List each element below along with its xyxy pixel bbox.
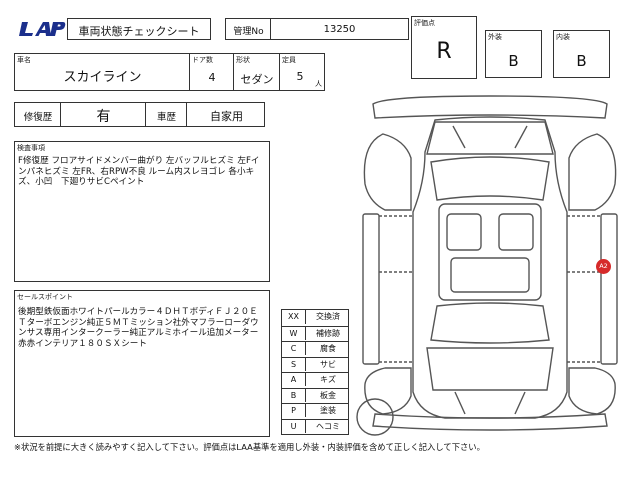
damage-marker-a2: A2 <box>596 259 611 274</box>
inspection-label: 検査事項 <box>17 144 45 152</box>
interior-value: B <box>576 52 587 70</box>
mgmt-number: 13250 <box>323 24 356 35</box>
interior-label: 内装 <box>556 33 570 41</box>
rating-label: 評価点 <box>414 19 435 27</box>
inspection-box: 検査事項 F修復歴 フロアサイドメンバー曲がり 左バッフルヒズミ 左Fインパネヒ… <box>14 141 270 282</box>
car-diagram <box>356 95 618 436</box>
title-box: 車両状態チェックシート <box>67 18 211 40</box>
exterior-box: 外装 B <box>485 30 542 78</box>
sales-box: セールスポイント 後期型鉄仮面ホワイトパールカラー４ＤＨＴボディＦＪ２０ＥＴター… <box>14 290 270 437</box>
doors-value: 4 <box>208 71 216 84</box>
repair-history-value: 有 <box>96 109 111 125</box>
vehicle-name: スカイライン <box>63 70 142 85</box>
shape-label: 形状 <box>236 56 250 64</box>
inspection-text: F修復歴 フロアサイドメンバー曲がり 左バッフルヒズミ 左Fインパネヒズミ 左F… <box>18 156 260 187</box>
capacity-label: 定員 <box>282 56 296 64</box>
damage-marker-label: A2 <box>599 262 608 270</box>
sales-text: 後期型鉄仮面ホワイトパールカラー４ＤＨＴボディＦＪ２０ＥＴターボエンジン純正５Ｍ… <box>18 307 259 349</box>
rating-box: 評価点 R <box>411 16 477 79</box>
exterior-label: 外装 <box>488 33 502 41</box>
footnote: ※状況を前提に大きく読みやすく記入して下さい。評価点はLAA基準を適用し外装・内… <box>14 442 485 452</box>
mgmt-label: 管理No <box>233 27 264 37</box>
vehicle-name-label: 車名 <box>17 56 31 64</box>
capacity-unit: 人 <box>315 80 322 88</box>
category-value: 自家用 <box>210 110 243 123</box>
vehicle-box: 車名 スカイライン ドア数 4 形状 セダン 定員 5 人 <box>14 53 325 91</box>
interior-box: 内装 B <box>553 30 610 78</box>
sales-label: セールスポイント <box>17 293 73 301</box>
shape-value: セダン <box>240 73 274 86</box>
rating-value: R <box>436 39 452 64</box>
laa-logo-icon <box>19 22 66 36</box>
capacity-value: 5 <box>296 70 304 83</box>
repair-box: 修復歴 有 車歴 自家用 <box>14 102 265 127</box>
page-title: 車両状態チェックシート <box>78 25 200 38</box>
mgmt-box: 管理No 13250 <box>225 18 409 40</box>
logo <box>18 20 66 38</box>
doors-label: ドア数 <box>192 56 213 64</box>
exterior-value: B <box>508 52 519 70</box>
category-label: 車歴 <box>156 112 176 123</box>
repair-history-label: 修復歴 <box>23 112 53 123</box>
